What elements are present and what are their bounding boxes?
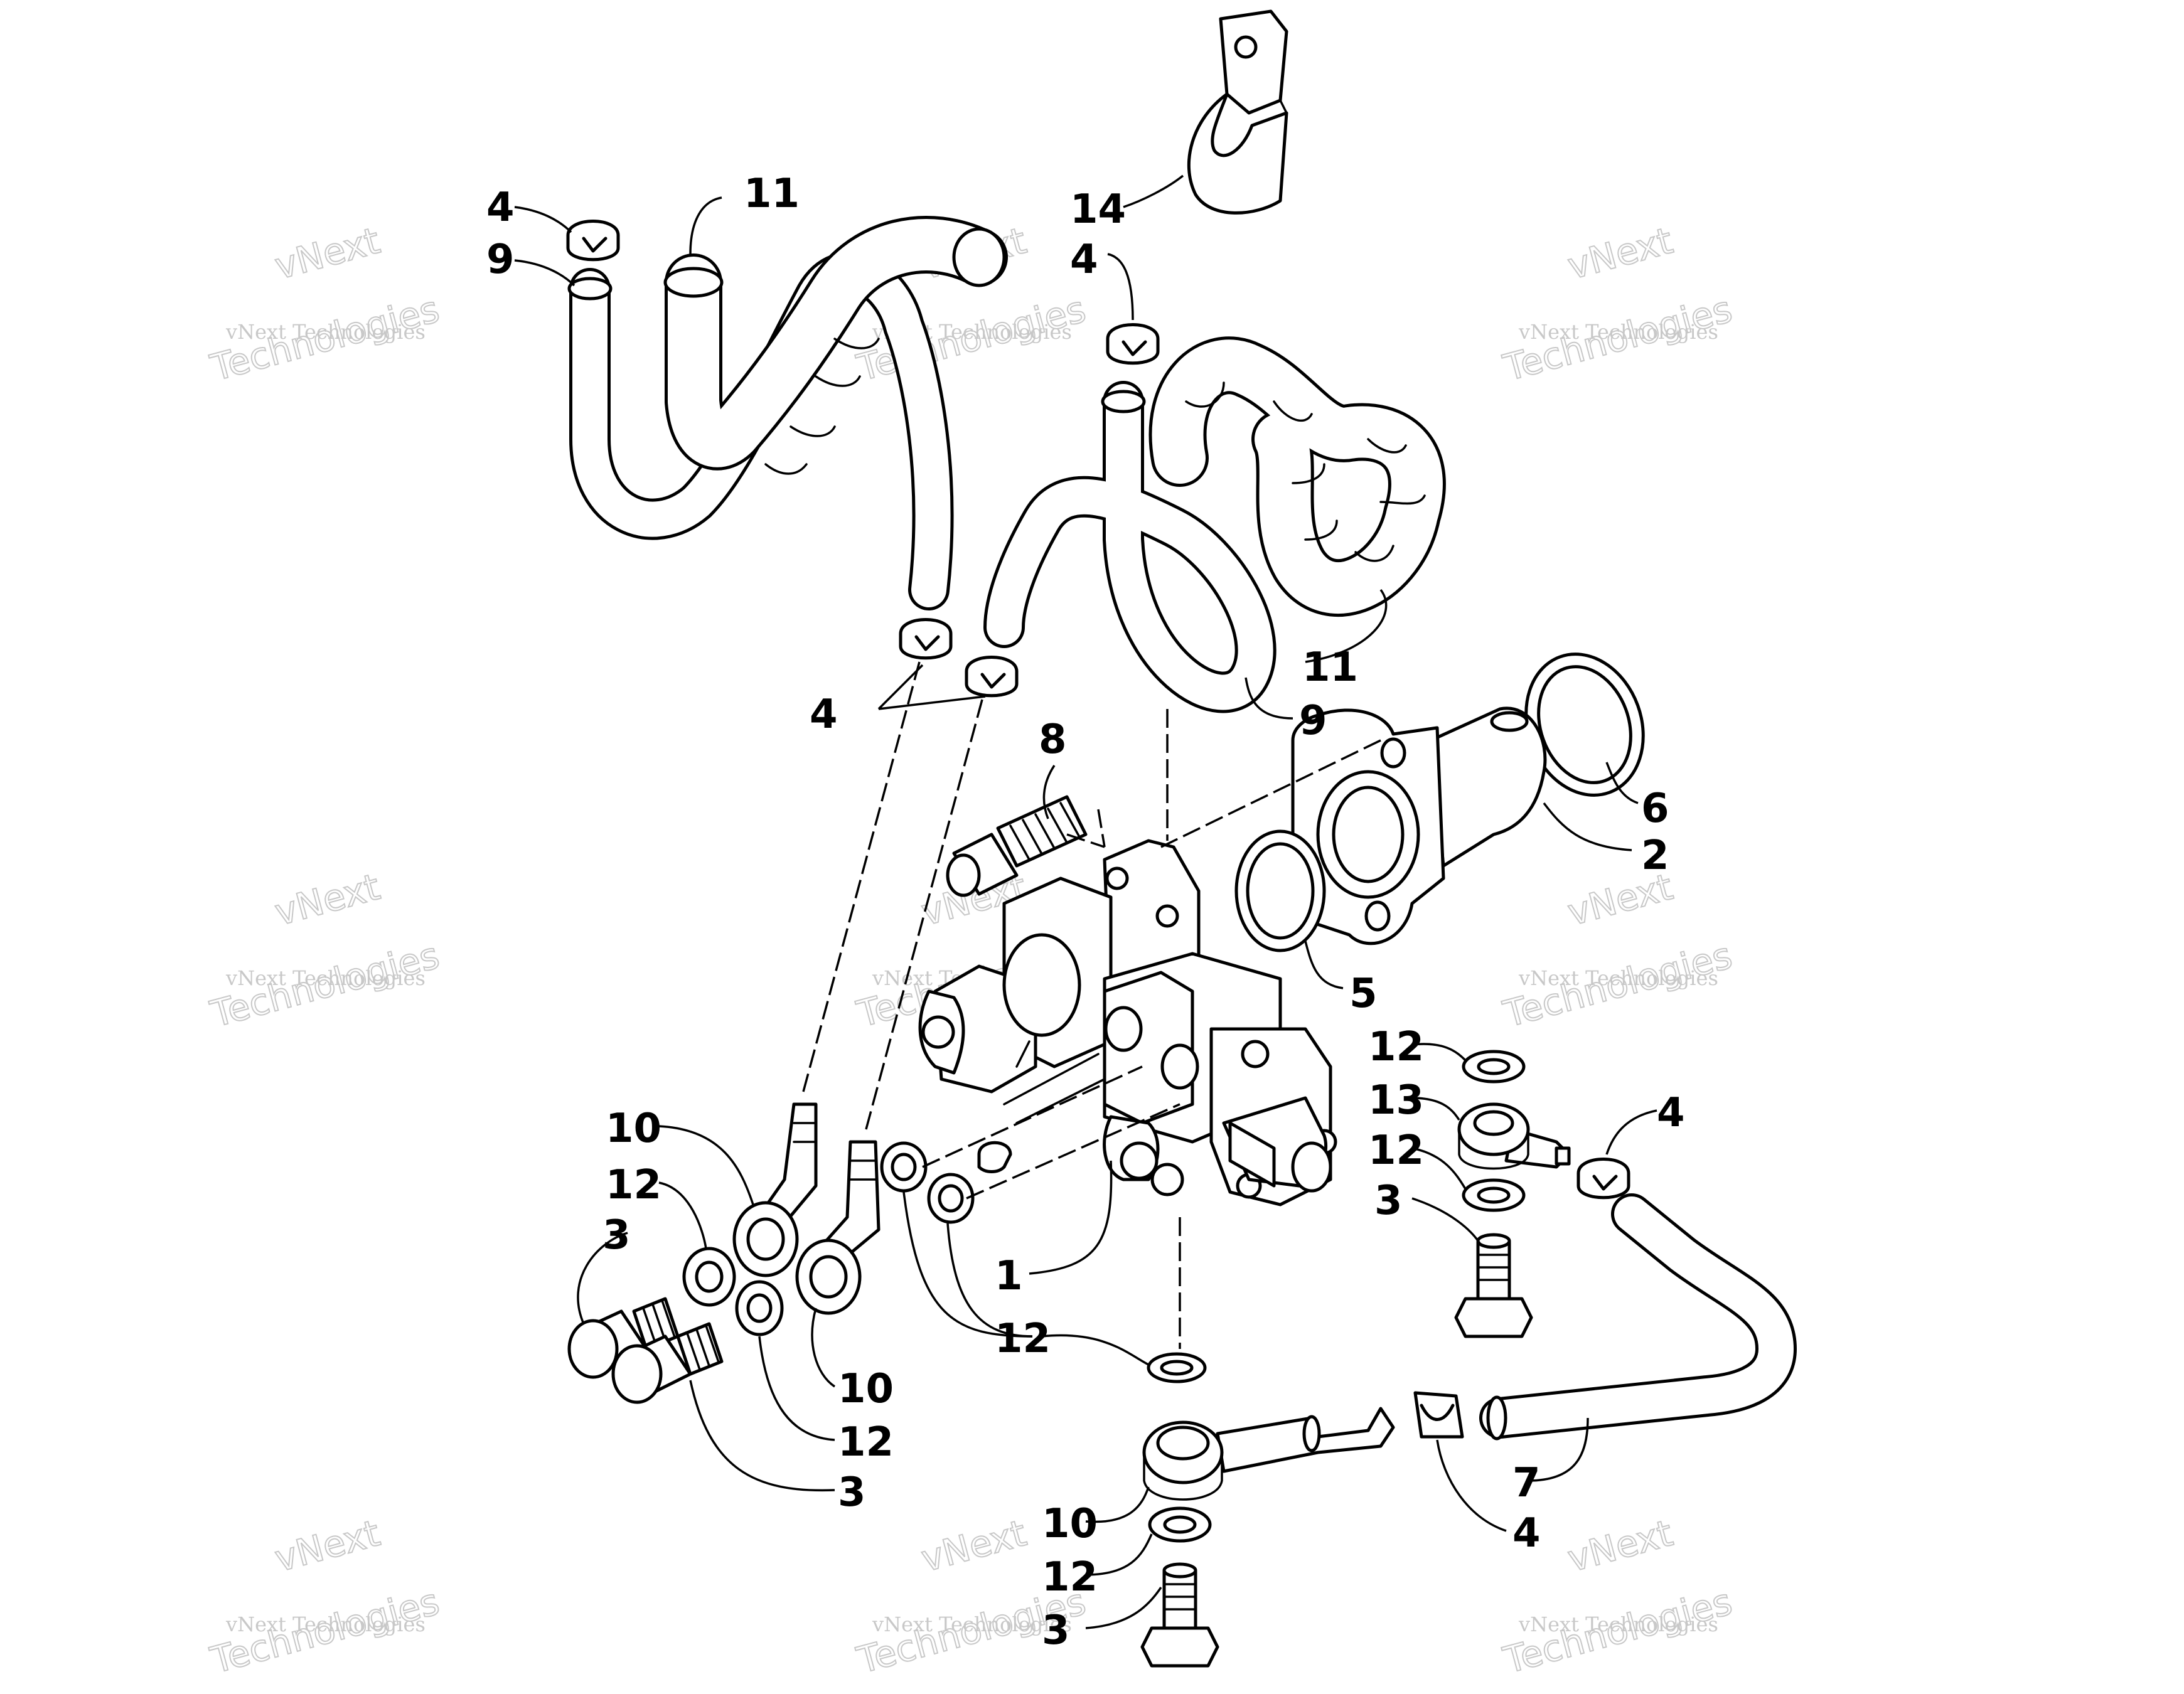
callout-4-top-mid: 4	[1070, 237, 1098, 283]
part-1-oil-pump	[918, 839, 1337, 1207]
part-13-banjo-right	[1457, 1102, 1571, 1170]
callout-1: 1	[995, 1253, 1023, 1299]
leader-lines	[514, 174, 1657, 1629]
part-12-washer-pump-2	[927, 1173, 975, 1224]
part-10-banjo-left-1	[732, 1102, 818, 1277]
callout-5: 5	[1349, 971, 1378, 1017]
callout-12-r1: 12	[1368, 1024, 1424, 1070]
part-11-hose-right	[1148, 336, 1446, 617]
callout-14: 14	[1070, 186, 1126, 233]
watermark-line2: vNext Technologies	[1518, 1612, 1718, 1636]
callout-3-bottom: 3	[1042, 1607, 1070, 1654]
part-4-clamp-top-mid	[1106, 323, 1160, 365]
callout-11-top: 11	[744, 171, 800, 217]
callout-9-top-left: 9	[486, 237, 515, 283]
part-12-washer-pump-bottom	[1147, 1352, 1207, 1383]
callout-4-bottom: 4	[1512, 1510, 1541, 1557]
part-9-hose-right	[983, 381, 1277, 713]
callout-10-left: 10	[606, 1105, 661, 1152]
part-5-o-ring	[1234, 829, 1326, 952]
callout-12-r2: 12	[1368, 1127, 1424, 1174]
callout-3-low: 3	[838, 1469, 866, 1516]
part-3-bolt-right	[1454, 1233, 1533, 1338]
callout-4-top-left: 4	[486, 184, 515, 231]
watermark-line2: vNext Technologies	[1518, 320, 1718, 344]
callout-4-right: 4	[1657, 1090, 1685, 1136]
part-12-washer-pump-1	[880, 1141, 928, 1193]
part-4-clamp-bottom	[1413, 1391, 1464, 1439]
part-4-clamp-mid-2	[965, 656, 1019, 698]
watermark-line2: vNext Technologies	[1518, 966, 1718, 990]
part-12-washer-left-1	[682, 1247, 736, 1307]
watermark-line2: vNext Technologies	[872, 1612, 1072, 1636]
callout-12-mid: 12	[995, 1316, 1051, 1362]
watermark-ml: vNext vNext Technologies Technologies	[205, 865, 444, 1036]
watermark-tr: vNext vNext Technologies Technologies	[1498, 218, 1737, 390]
callout-4-mid: 4	[810, 691, 838, 738]
watermark-line1: vNext	[270, 1511, 384, 1580]
part-12-washer-left-2	[735, 1280, 784, 1336]
callout-10-bottom: 10	[1042, 1501, 1098, 1547]
part-4-clamp-mid-1	[899, 618, 953, 660]
part-4-clamp-right	[1576, 1158, 1630, 1200]
callout-2: 2	[1641, 833, 1669, 879]
watermark-line2: vNext Technologies	[225, 1612, 426, 1636]
part-14-bracket	[1187, 9, 1288, 215]
callout-12-left: 12	[606, 1162, 661, 1208]
callout-3-left: 3	[602, 1212, 631, 1259]
callout-9-right: 9	[1299, 698, 1327, 744]
watermark-bl: vNext vNext Technologies Technologies	[205, 1511, 444, 1683]
callout-12-bottom: 12	[1042, 1554, 1098, 1601]
watermark-line2: vNext Technologies	[225, 966, 426, 990]
part-12-washer-right-1	[1462, 1050, 1526, 1084]
callout-7: 7	[1512, 1460, 1541, 1506]
part-2-elbow-fitting	[1288, 706, 1547, 946]
part-3-bolt-bottom	[1140, 1562, 1219, 1668]
callout-12-low: 12	[838, 1419, 894, 1466]
watermark-line2: vNext Technologies	[225, 320, 426, 344]
watermark-line1: vNext	[1563, 219, 1677, 288]
assembly-lines	[802, 661, 1381, 1349]
part-11-hose-left	[663, 216, 1008, 475]
watermark-line1: vNext	[270, 865, 384, 934]
callouts: 14 11 4 9 4 4 11 9 8 6 2 5 12 13 12 3 4 …	[486, 171, 1685, 1654]
part-10-banjo-bottom	[1142, 1407, 1395, 1501]
callout-8: 8	[1039, 716, 1067, 763]
watermark-line1: vNext	[1563, 1511, 1677, 1580]
watermark-mr: vNext vNext Technologies Technologies	[1498, 865, 1737, 1036]
callout-10-low: 10	[838, 1366, 894, 1412]
part-12-washer-right-2	[1462, 1178, 1526, 1212]
callout-3-right: 3	[1374, 1178, 1403, 1224]
part-10-banjo-left-2	[795, 1140, 881, 1315]
part-6-o-ring	[1524, 653, 1645, 797]
watermarks: vNext vNext Technologies Technologies vN…	[205, 218, 1737, 1683]
part-4-clamp-top-left	[566, 220, 620, 262]
part-12-washer-bottom	[1148, 1506, 1212, 1543]
callout-6: 6	[1641, 786, 1669, 832]
watermark-line1: vNext	[917, 1511, 1030, 1580]
callout-11-right: 11	[1302, 644, 1358, 691]
part-7-hose	[1479, 1193, 1797, 1441]
watermark-tl: vNext vNext Technologies Technologies	[205, 218, 444, 390]
callout-13: 13	[1368, 1077, 1424, 1124]
watermark-line1: vNext	[270, 219, 384, 288]
part-3-bolt-left-2	[611, 1322, 724, 1404]
